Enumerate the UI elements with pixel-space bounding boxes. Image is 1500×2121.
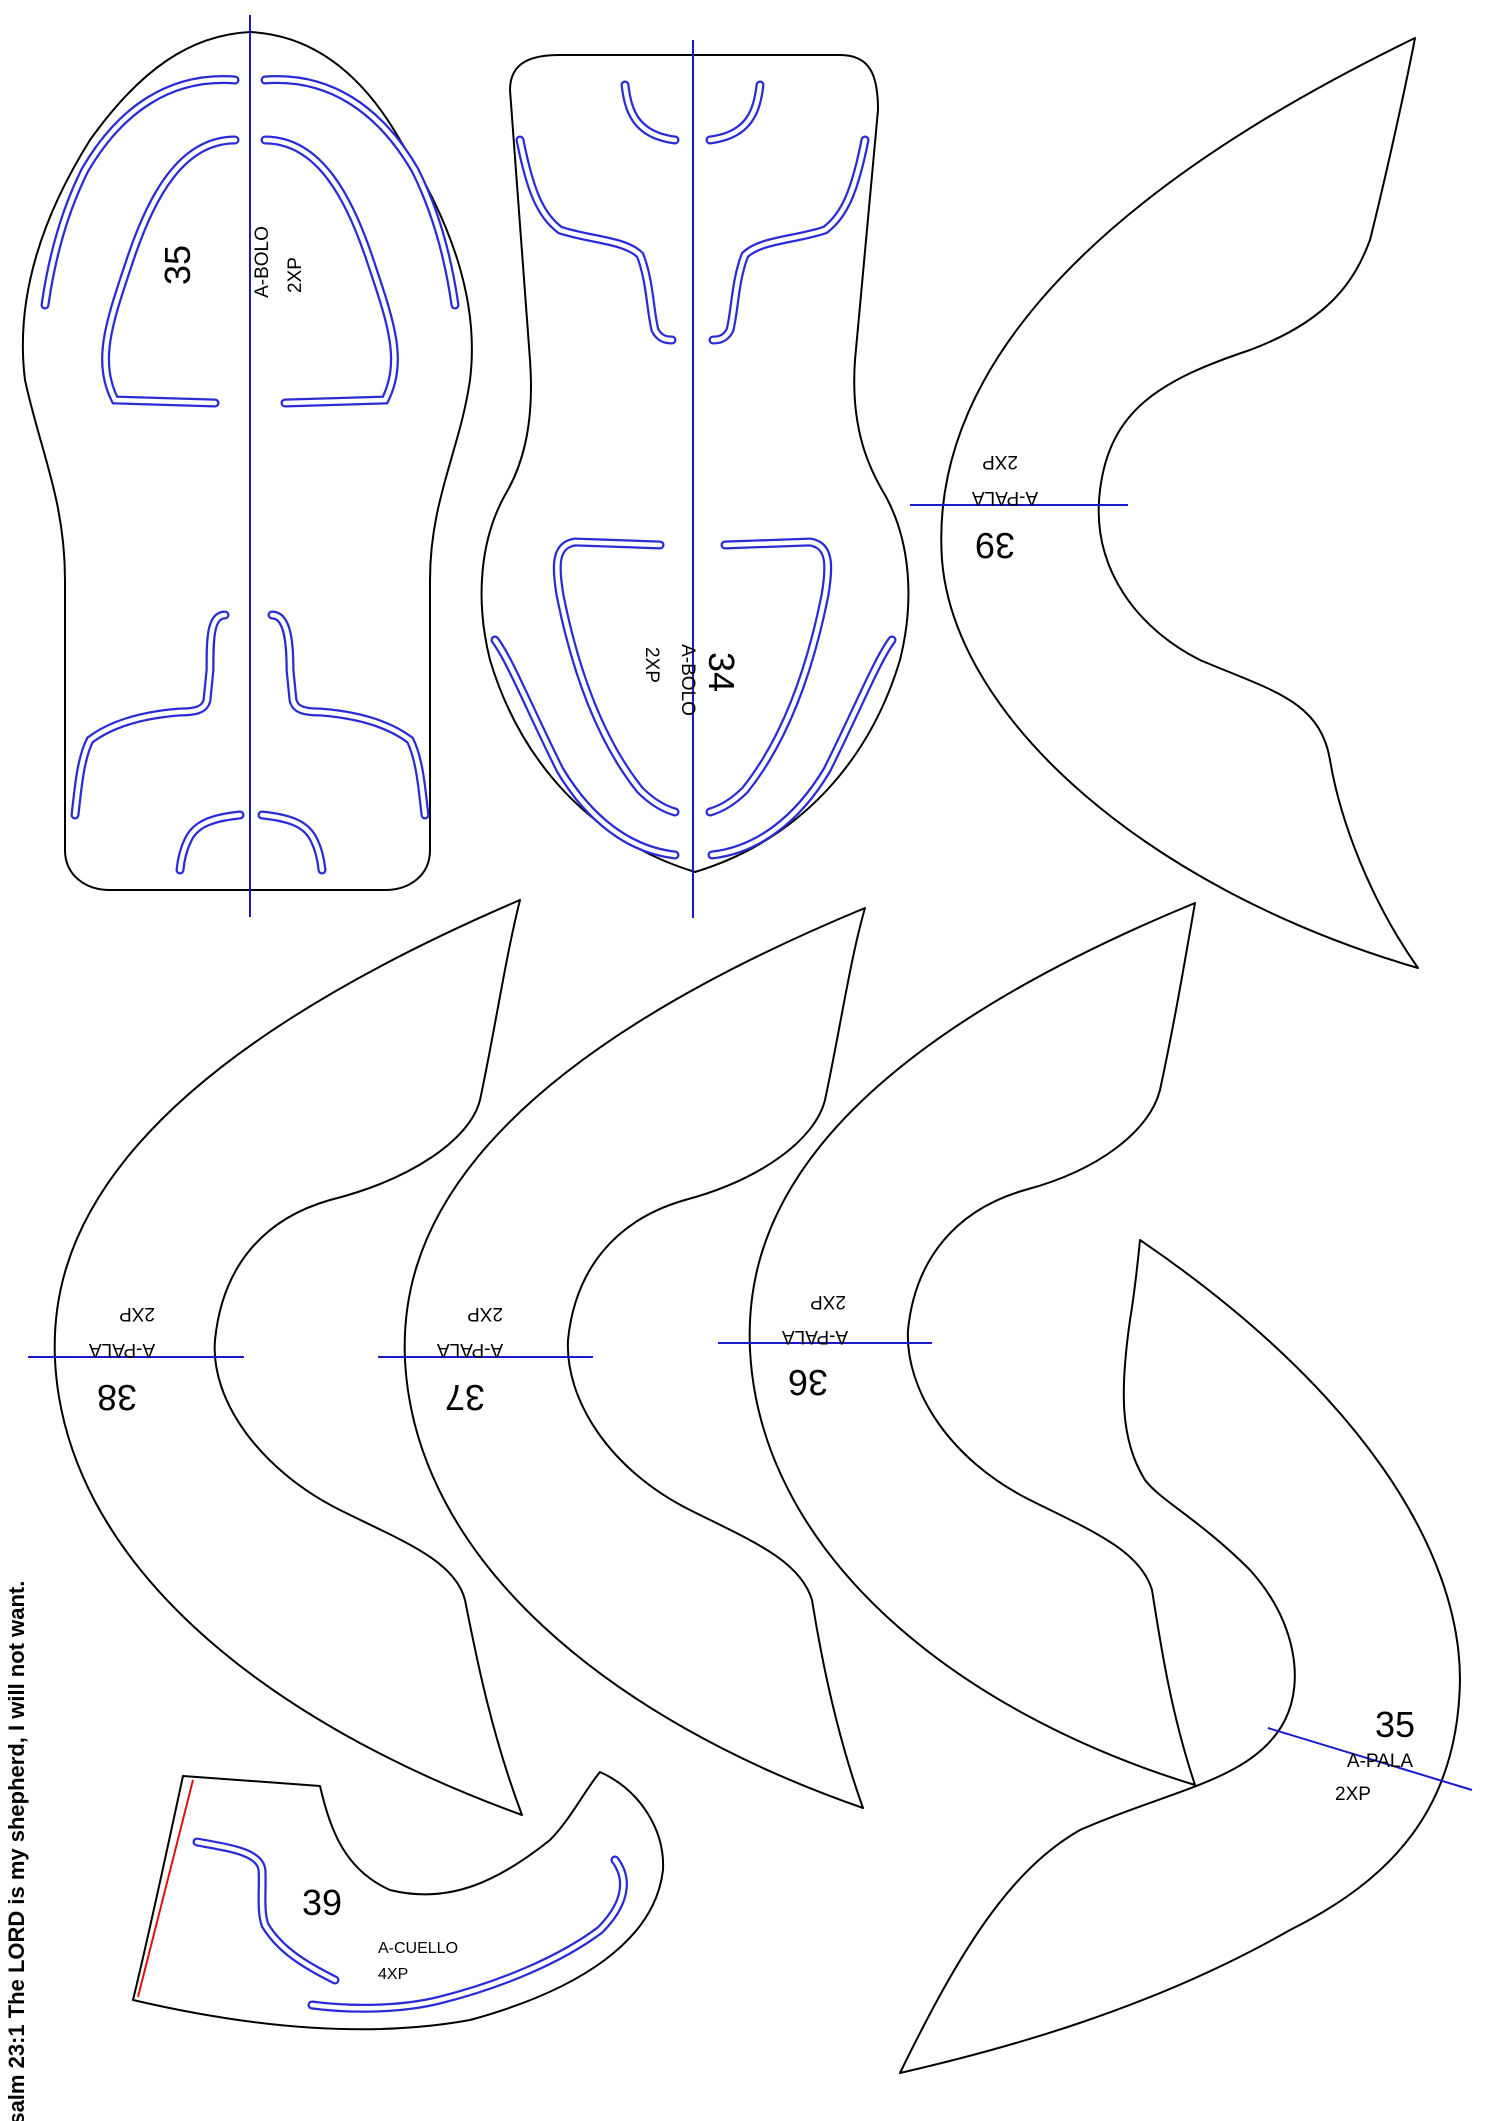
piece-38-a-pala: 38 A-PALA 2XP xyxy=(28,899,523,1816)
piece-39-cuello-outline xyxy=(132,1771,665,2031)
piece-34-bolo-name: A-BOLO xyxy=(677,644,698,716)
piece-35-pala-axis xyxy=(1267,1727,1473,1791)
piece-38-pala-name: A-PALA xyxy=(89,1339,156,1360)
piece-35-a-bolo: 35 A-BOLO 2XP xyxy=(21,15,473,917)
piece-37-pala-qty: 2XP xyxy=(467,1303,503,1324)
piece-38-pala-number: 38 xyxy=(97,1377,137,1418)
piece-34-a-bolo: 34 A-BOLO 2XP xyxy=(480,40,910,918)
piece-34-bolo-qty: 2XP xyxy=(641,647,662,683)
piece-38-pala-qty: 2XP xyxy=(119,1303,155,1324)
piece-34-bolo-slots xyxy=(490,80,897,860)
piece-34-bolo-outline xyxy=(480,54,910,873)
piece-35-pala-name: A-PALA xyxy=(1347,1751,1414,1772)
piece-39-cuello-seam xyxy=(137,1779,194,1998)
piece-39-cuello-number: 39 xyxy=(302,1882,342,1923)
piece-39-pala-outline xyxy=(940,37,1419,969)
piece-35-a-pala: 35 A-PALA 2XP xyxy=(899,1239,1473,2074)
piece-37-a-pala: 37 A-PALA 2XP xyxy=(378,907,866,1809)
piece-35-bolo-qty: 2XP xyxy=(285,257,306,293)
piece-37-pala-name: A-PALA xyxy=(437,1339,504,1360)
piece-35-bolo-number: 35 xyxy=(157,245,198,285)
psalm-verse: Psalm 23:1 The LORD is my shepherd, I wi… xyxy=(4,1581,29,2121)
piece-38-pala-outline xyxy=(53,899,523,1816)
piece-39-pala-number: 39 xyxy=(975,525,1015,566)
piece-39-cuello-name: A-CUELLO xyxy=(378,1940,458,1957)
piece-35-bolo-name: A-BOLO xyxy=(252,226,273,298)
piece-36-pala-qty: 2XP xyxy=(810,1291,846,1312)
piece-39-a-pala: 39 A-PALA 2XP xyxy=(910,37,1419,969)
piece-34-bolo-number: 34 xyxy=(701,652,742,692)
piece-39-cuello-qty: 4XP xyxy=(378,1966,408,1983)
piece-35-bolo-slots xyxy=(40,75,460,875)
piece-37-pala-outline xyxy=(403,907,866,1809)
piece-35-bolo-outline xyxy=(21,31,473,891)
piece-37-pala-number: 37 xyxy=(445,1377,485,1418)
piece-36-pala-name: A-PALA xyxy=(782,1326,849,1347)
piece-39-pala-name: A-PALA xyxy=(972,487,1039,508)
piece-35-pala-qty: 2XP xyxy=(1335,1784,1371,1805)
piece-35-pala-outline xyxy=(899,1239,1461,2074)
piece-36-a-pala: 36 A-PALA 2XP xyxy=(718,902,1196,1786)
piece-36-pala-number: 36 xyxy=(788,1362,828,1403)
piece-39-cuello-slots xyxy=(192,1837,628,2013)
piece-39-a-cuello: 39 A-CUELLO 4XP xyxy=(132,1771,665,2031)
piece-35-pala-number: 35 xyxy=(1375,1704,1415,1745)
piece-39-pala-qty: 2XP xyxy=(982,451,1018,472)
piece-36-pala-outline xyxy=(748,902,1196,1786)
